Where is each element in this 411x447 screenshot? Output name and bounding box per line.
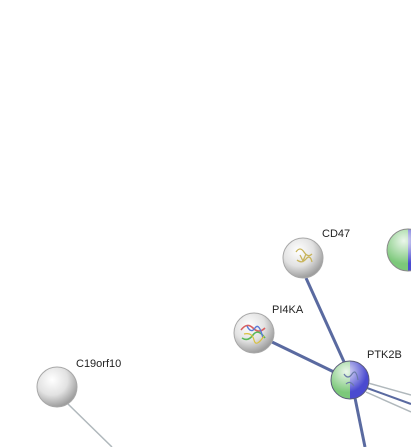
node-cd47[interactable]: CD47 [282,228,350,279]
edge-pi4ka-ptk2b[interactable] [271,340,335,374]
edges [67,277,411,447]
edge-ptk2b-right-lower[interactable] [365,391,411,413]
edge-cd47-ptk2b[interactable] [304,277,347,365]
node-label-cd47: CD47 [322,228,350,240]
node-label-pi4ka: PI4KA [272,304,304,316]
node-ptk2b[interactable]: PTK2B [330,349,402,400]
edge-c19orf10-down[interactable] [67,403,113,447]
protein-structure-icon [295,248,313,263]
edge-ptk2b-right-mid[interactable] [366,387,411,405]
node-label-c19orf10: C19orf10 [76,358,121,370]
edge-ptk2b-right-upper[interactable] [367,382,411,396]
node-pi4ka[interactable]: PI4KA [233,304,304,354]
node-label-ptk2b: PTK2B [367,349,402,361]
protein-structure-icon [240,324,266,344]
protein-structure-icon [343,371,359,387]
node-c19orf10[interactable]: C19orf10 [36,358,121,408]
node-offscreen[interactable] [386,228,411,272]
edge-ptk2b-down[interactable] [353,397,367,447]
